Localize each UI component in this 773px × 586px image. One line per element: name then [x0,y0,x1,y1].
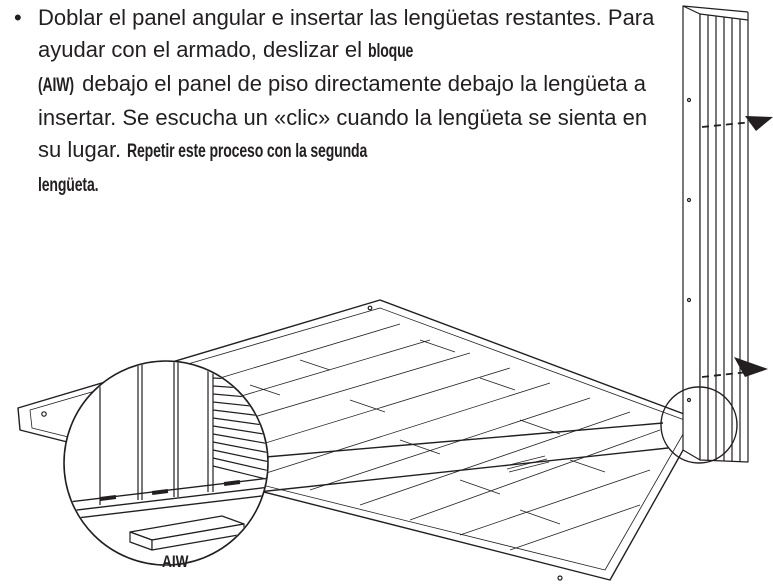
bold-repeat-instruction-end: lengüeta. [38,175,99,196]
bold-term-aiw: (AIW) [38,75,74,96]
corner-panel [682,5,749,463]
callout-line-lower [257,447,669,493]
block-label-aiw: AIW [162,552,189,571]
insert-arrow-upper [701,116,773,131]
instruction-text-part-1: Doblar el panel angular e insertar las l… [38,5,655,62]
bullet-dot: • [14,5,22,30]
detail-magnified-view [63,360,269,566]
detail-callout-small [660,386,738,464]
instruction-paragraph: • Doblar el panel angular e insertar las… [14,2,670,202]
insert-arrow-lower [701,357,768,378]
instruction-text-part-2: debajo el panel de piso directamente deb… [38,71,648,162]
callout-line-upper [253,422,664,459]
bold-repeat-instruction: Repetir este proceso con la segunda [127,141,368,162]
